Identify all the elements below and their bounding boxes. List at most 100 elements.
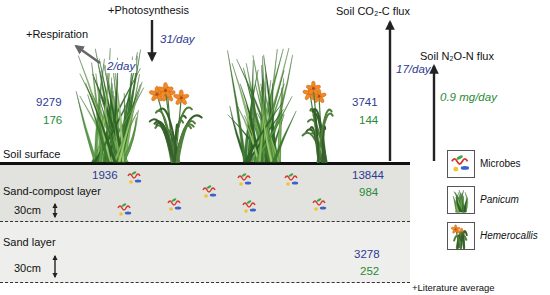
depth-arrow	[54, 204, 55, 217]
legend-text: Hemerocallis	[480, 230, 538, 242]
carbon-value: 13844	[352, 169, 384, 182]
lily-leaf	[178, 121, 195, 162]
microbe-part	[135, 180, 141, 183]
legend-icon-drawing	[448, 187, 474, 213]
microbe-part	[461, 166, 469, 170]
microbe-part	[452, 159, 468, 164]
microbe-part	[453, 167, 458, 172]
lily-petal	[318, 92, 327, 98]
lily-center	[318, 95, 321, 98]
microbe-icon	[238, 173, 251, 186]
grass-blade	[255, 48, 288, 162]
surface-label: Soil surface	[3, 148, 60, 161]
carbon-value: 9279	[36, 96, 62, 109]
legend-item: Hemerocallis	[447, 222, 538, 250]
legend-text: Panicum	[480, 194, 519, 206]
legend-item: Panicum	[447, 186, 519, 214]
microbe-part	[118, 206, 130, 210]
microbe-part	[171, 198, 177, 203]
microbe-part	[168, 201, 180, 205]
legend-item: Microbes	[447, 150, 521, 178]
lily-petal	[180, 93, 189, 100]
co2-flux-arrow	[389, 22, 391, 161]
grass-blade	[456, 197, 462, 212]
microbe-part	[246, 200, 252, 205]
hemerocallis-plant	[149, 82, 202, 162]
lily-flower	[157, 82, 174, 98]
layer-decoration	[0, 222, 410, 282]
n2o-flux-arrow	[433, 66, 435, 161]
layer-name: Sand layer	[3, 236, 56, 249]
flux-label: Soil N₂O-N flux	[420, 50, 494, 63]
legend-icon-drawing	[448, 151, 474, 177]
depth-label: 30cm	[14, 204, 41, 217]
lily-leaf	[172, 107, 192, 162]
nitrogen-value: 176	[43, 114, 62, 127]
process-label: +Photosynthesis	[108, 4, 189, 17]
lily-leaf	[156, 123, 174, 162]
lily-leaf	[318, 110, 332, 162]
microbe-part	[250, 209, 256, 212]
lily-flower	[306, 81, 321, 96]
microbe-part	[286, 182, 290, 186]
photosynthesis-arrow	[151, 20, 153, 60]
grass-blade	[227, 50, 246, 162]
microbe-part	[244, 209, 248, 213]
soil-layer-band: Sand layer3278252	[0, 222, 410, 283]
lily-petal	[164, 86, 173, 93]
hemerocallis-plant	[451, 225, 467, 248]
microbe-icon	[203, 185, 216, 198]
microbe-part	[175, 207, 181, 210]
microbe-part	[131, 171, 137, 176]
lily-center	[312, 87, 315, 90]
lily-center	[455, 228, 457, 230]
footnote: +Literature average	[412, 281, 495, 294]
microbe-part	[169, 207, 173, 211]
microbe-part	[129, 180, 133, 184]
microbe-icon	[243, 200, 256, 213]
microbe-part	[121, 203, 127, 208]
microbe-part	[245, 182, 251, 185]
microbe-icon	[118, 203, 131, 216]
layer-name: Sand-compost layer	[3, 185, 101, 198]
rate-value: 17/day	[396, 63, 431, 76]
lily-petal	[157, 86, 166, 93]
carbon-value: 1936	[92, 169, 118, 182]
microbe-part	[285, 176, 297, 180]
microbe-part	[456, 154, 463, 160]
grass-blade	[261, 91, 273, 162]
rate-value: 2/day	[106, 60, 136, 73]
lily-center	[155, 93, 158, 96]
flux-label: Soil CO₂-C flux	[336, 5, 410, 18]
lily-leaf	[454, 236, 460, 248]
lily-petal	[149, 90, 158, 97]
lily-petal	[451, 227, 456, 231]
lily-leaf	[156, 111, 174, 162]
panicum-grass	[453, 190, 468, 212]
microbe-icon	[452, 154, 469, 171]
legend-icon-drawing	[448, 223, 474, 249]
respiration-arrow	[76, 46, 100, 63]
microbe-part	[313, 201, 325, 205]
microbe-part	[210, 194, 216, 197]
microbe-part	[119, 212, 123, 216]
lily-center	[164, 89, 167, 92]
lily-leaf	[462, 234, 464, 248]
depth-arrow	[54, 256, 55, 277]
lily-petal	[312, 84, 321, 90]
nitrogen-value: 252	[360, 265, 379, 278]
microbe-part	[206, 185, 212, 190]
microbe-part	[243, 203, 255, 207]
microbe-part	[238, 176, 250, 180]
depth-label: 30cm	[14, 262, 41, 275]
lily-leaf	[310, 109, 318, 162]
microbe-part	[125, 212, 131, 215]
rate-value: 0.9 mg/day	[440, 91, 497, 104]
lily-leaf	[462, 233, 465, 248]
soil-layer-band: Sand-compost layer193613844984	[0, 165, 410, 222]
microbe-icon	[285, 173, 298, 186]
legend-text: Microbes	[480, 158, 521, 170]
microbe-part	[204, 194, 208, 198]
microbe-part	[314, 207, 318, 211]
lily-petal	[173, 93, 182, 100]
